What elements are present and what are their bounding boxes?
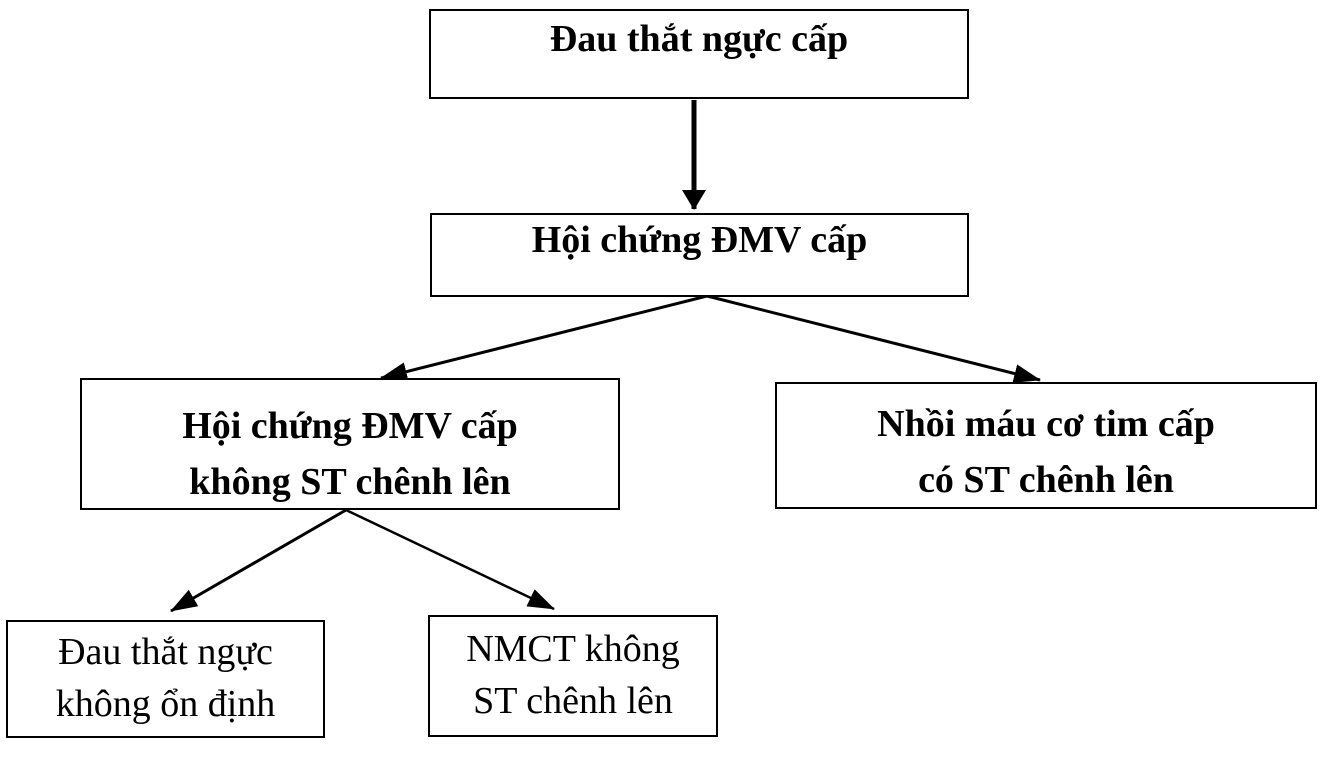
connector-acs-to-nste-acs-arrow	[380, 294, 708, 381]
node-st-elevation-mi-label-line1: Nhồi máu cơ tim cấp	[877, 403, 1215, 445]
node-acute-chest-pain-label: Đau thắt ngực cấp	[549, 18, 849, 60]
node-unstable-angina: Đau thắt ngực không ổn định	[6, 620, 325, 738]
node-nstemi-label-line2: ST chênh lên	[473, 680, 673, 722]
node-st-elevation-mi-label-line2: có ST chênh lên	[918, 459, 1174, 501]
node-nstemi: NMCT không ST chênh lên	[428, 615, 718, 737]
node-acute-chest-pain: Đau thắt ngực cấp	[429, 9, 969, 99]
node-non-st-elevation-acs-label-line2: không ST chênh lên	[189, 461, 511, 503]
connector-nste-acs-to-ua-arrow	[170, 508, 347, 613]
node-st-elevation-mi: Nhồi máu cơ tim cấp có ST chênh lên	[775, 382, 1317, 509]
node-unstable-angina-label-line2: không ổn định	[55, 683, 276, 725]
connector-nste-acs-to-nstemi-arrow	[345, 508, 555, 611]
node-acute-coronary-syndrome-label: Hội chứng ĐMV cấp	[531, 219, 868, 261]
node-unstable-angina-label-line1: Đau thắt ngực	[58, 631, 273, 673]
connector-acs-to-stemi-arrow	[706, 294, 1041, 383]
node-non-st-elevation-acs: Hội chứng ĐMV cấp không ST chênh lên	[80, 378, 620, 510]
node-acute-coronary-syndrome: Hội chứng ĐMV cấp	[430, 213, 969, 297]
node-non-st-elevation-acs-label-line1: Hội chứng ĐMV cấp	[182, 405, 518, 447]
node-nstemi-label-line1: NMCT không	[466, 628, 680, 670]
